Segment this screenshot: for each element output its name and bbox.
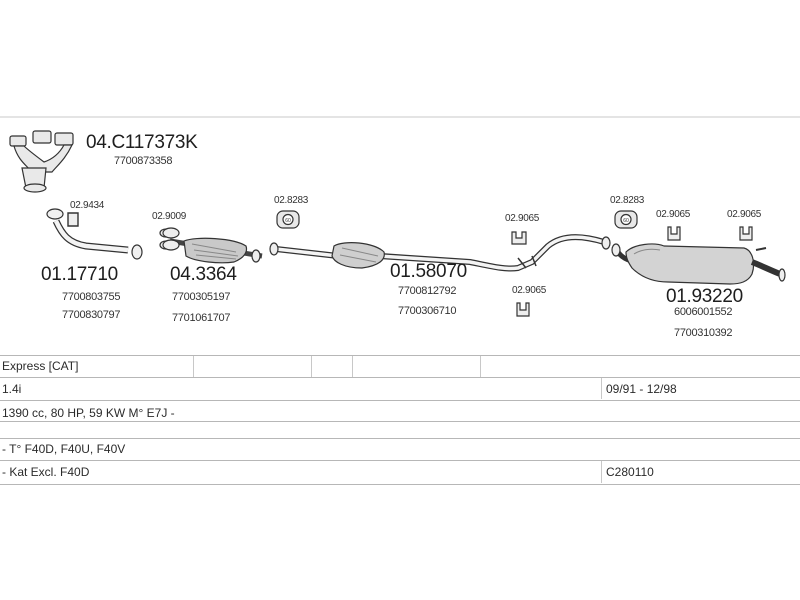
hanger-02-9065-d-icon	[739, 226, 753, 241]
hanger-02-9065-c-label[interactable]: 02.9065	[656, 209, 691, 220]
period-cell: 09/91 - 12/98	[606, 382, 677, 396]
middle-silencer-oe-number-1: 7700812792	[398, 285, 457, 297]
table-rule	[0, 421, 800, 422]
table-row-exclusion: - Kat Excl. F40D C280110	[0, 461, 800, 483]
table-row-engine: 1.4i 09/91 - 12/98	[0, 378, 800, 400]
front-pipe-oe-number-1: 7700803755	[62, 291, 121, 303]
gearbox-cell: - T° F40D, F40U, F40V	[2, 442, 126, 456]
ring-02-8283-b-label[interactable]: 02.8283	[610, 195, 645, 206]
catalyst-oe-number-1: 7700305197	[172, 291, 231, 303]
front-pipe-icon	[46, 208, 143, 260]
table-rule	[0, 460, 800, 461]
rear-silencer-oe-number-1: 6006001552	[674, 306, 733, 318]
table-rule	[0, 484, 800, 485]
table-divider	[601, 378, 602, 399]
clip-02-9009-label[interactable]: 02.9009	[152, 211, 187, 222]
table-divider	[480, 356, 481, 377]
table-divider	[352, 356, 353, 377]
hanger-02-9065-b-icon	[516, 302, 530, 317]
code-cell: C280110	[606, 465, 654, 479]
model-cell: Express [CAT]	[2, 359, 79, 373]
manifold-oe-number: 7700873358	[114, 155, 173, 167]
ring-02-8283-b-icon: 60	[614, 210, 638, 229]
front-pipe-part-number[interactable]: 01.17710	[41, 264, 118, 285]
svg-text:60: 60	[623, 218, 629, 224]
table-rule	[0, 377, 800, 378]
specs-cell: 1390 cc, 80 HP, 59 KW M° E7J -	[2, 406, 175, 420]
table-rule	[0, 400, 800, 401]
table-divider	[311, 356, 312, 377]
table-row-specs: 1390 cc, 80 HP, 59 KW M° E7J -	[0, 402, 800, 424]
exclusion-cell: - Kat Excl. F40D	[2, 465, 90, 479]
rear-silencer-part-number[interactable]: 01.93220	[666, 286, 743, 307]
hanger-02-9065-d-label[interactable]: 02.9065	[727, 209, 762, 220]
ring-02-8283-label[interactable]: 02.8283	[274, 195, 309, 206]
exhaust-system-diagram: 60 60 04.C117373K 7700873358 01.17710 77…	[0, 116, 800, 339]
middle-silencer-part-number[interactable]: 01.58070	[390, 261, 467, 282]
table-divider	[193, 356, 194, 377]
middle-silencer-oe-number-2: 7700306710	[398, 305, 457, 317]
table-row-gearbox: - T° F40D, F40U, F40V	[0, 438, 800, 460]
svg-text:60: 60	[285, 218, 291, 224]
rear-silencer-icon	[611, 243, 786, 285]
table-divider	[601, 461, 602, 483]
table-row-model: Express [CAT]	[0, 355, 800, 377]
engine-cell: 1.4i	[2, 382, 22, 396]
catalyst-oe-number-2: 7701061707	[172, 312, 231, 324]
manifold-part-number[interactable]: 04.C117373K	[86, 132, 198, 153]
front-pipe-oe-number-2: 7700830797	[62, 309, 121, 321]
table-rule	[0, 355, 800, 356]
hanger-02-9065-a-label[interactable]: 02.9065	[505, 213, 540, 224]
catalyst-part-number[interactable]: 04.3364	[170, 264, 237, 285]
exhaust-manifold-icon	[9, 130, 74, 193]
ring-02-8283-icon: 60	[276, 210, 300, 229]
rear-silencer-oe-number-2: 7700310392	[674, 327, 733, 339]
hanger-02-9065-b-label[interactable]: 02.9065	[512, 285, 547, 296]
hanger-02-9065-c-icon	[667, 226, 681, 241]
clip-02-9434-label[interactable]: 02.9434	[70, 200, 105, 211]
hanger-02-9065-a-icon	[511, 231, 527, 245]
middle-silencer-icon	[269, 234, 611, 272]
table-rule	[0, 438, 800, 439]
clip-02-9009-icon	[162, 227, 180, 251]
clip-02-9434-icon	[67, 212, 79, 227]
diagram-drawing: 60 60	[0, 116, 800, 317]
